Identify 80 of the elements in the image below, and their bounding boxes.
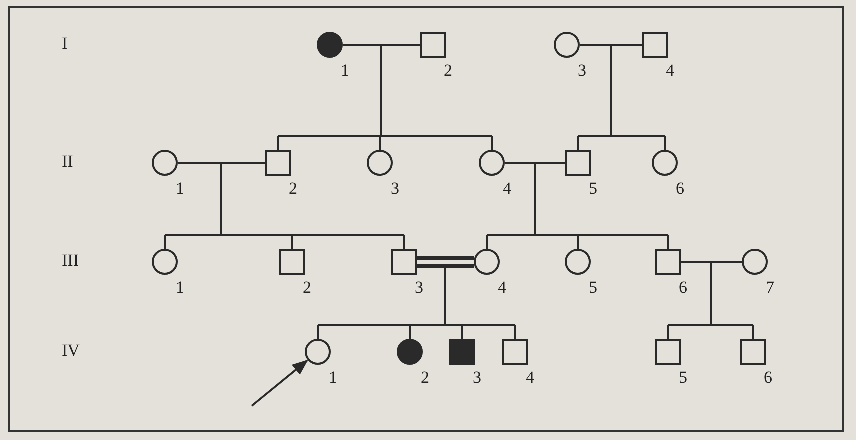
- descent-line: [164, 162, 405, 236]
- descent-line: [317, 265, 516, 326]
- individual-number: 6: [764, 369, 772, 387]
- male-symbol: [502, 339, 528, 365]
- descent-line: [752, 325, 754, 339]
- affected-female-symbol: [317, 32, 343, 58]
- marriage-line: [681, 261, 742, 263]
- individual-number: 5: [589, 279, 598, 297]
- descent-line: [667, 325, 669, 339]
- male-symbol: [565, 150, 591, 176]
- individual-number: 6: [679, 279, 688, 297]
- male-symbol: [740, 339, 766, 365]
- generation-label: IV: [62, 342, 80, 360]
- descent-line: [317, 325, 319, 339]
- female-symbol: [652, 150, 678, 176]
- descent-line: [491, 136, 493, 150]
- descent-line: [164, 235, 166, 249]
- male-symbol: [655, 339, 681, 365]
- male-symbol: [655, 249, 681, 275]
- individual-number: 1: [341, 62, 350, 80]
- individual-number: 2: [421, 369, 430, 387]
- female-symbol: [554, 32, 580, 58]
- individual-number: 2: [303, 279, 312, 297]
- individual-number: 2: [289, 180, 298, 198]
- female-symbol: [367, 150, 393, 176]
- individual-number: 1: [176, 180, 184, 198]
- female-symbol: [305, 339, 331, 365]
- individual-number: 4: [526, 369, 534, 387]
- descent-line: [667, 235, 669, 249]
- affected-female-symbol: [397, 339, 423, 365]
- individual-number: 3: [415, 279, 424, 297]
- affected-male-symbol: [449, 339, 475, 365]
- descent-line: [577, 136, 579, 150]
- descent-line: [403, 235, 405, 249]
- female-symbol: [565, 249, 591, 275]
- individual-number: 3: [391, 180, 400, 198]
- descent-line: [664, 136, 666, 150]
- generation-label: II: [62, 153, 74, 171]
- individual-number: 4: [503, 180, 512, 198]
- generation-label: III: [62, 252, 79, 270]
- descent-line: [461, 325, 463, 339]
- descent-line: [486, 235, 488, 249]
- male-symbol: [265, 150, 291, 176]
- female-symbol: [152, 249, 178, 275]
- individual-number: 3: [578, 62, 586, 80]
- individual-number: 2: [444, 62, 452, 80]
- consanguineous-marriage-line: [415, 256, 476, 268]
- descent-line: [486, 162, 669, 236]
- individual-number: 1: [329, 369, 338, 387]
- descent-line: [277, 44, 493, 137]
- individual-number: 7: [766, 279, 774, 297]
- marriage-line: [343, 44, 420, 46]
- descent-line: [277, 136, 279, 150]
- individual-number: 4: [498, 279, 506, 297]
- female-symbol: [474, 249, 500, 275]
- generation-label: I: [62, 35, 68, 53]
- male-symbol: [642, 32, 668, 58]
- descent-line: [577, 235, 579, 249]
- female-symbol: [479, 150, 505, 176]
- individual-number: 5: [589, 180, 598, 198]
- individual-number: 5: [679, 369, 688, 387]
- descent-line: [291, 235, 293, 249]
- male-symbol: [420, 32, 446, 58]
- marriage-line: [178, 162, 265, 164]
- individual-number: 4: [666, 62, 674, 80]
- individual-number: 1: [176, 279, 184, 297]
- descent-line: [409, 325, 411, 339]
- male-symbol: [279, 249, 305, 275]
- descent-line: [667, 261, 754, 326]
- individual-number: 6: [676, 180, 684, 198]
- marriage-line: [580, 44, 642, 46]
- female-symbol: [152, 150, 178, 176]
- marriage-line: [505, 162, 565, 164]
- descent-line: [577, 44, 666, 137]
- male-symbol: [391, 249, 417, 275]
- descent-line: [379, 136, 381, 150]
- female-symbol: [742, 249, 768, 275]
- individual-number: 3: [473, 369, 482, 387]
- proband-arrow: [251, 360, 308, 407]
- descent-line: [514, 325, 516, 339]
